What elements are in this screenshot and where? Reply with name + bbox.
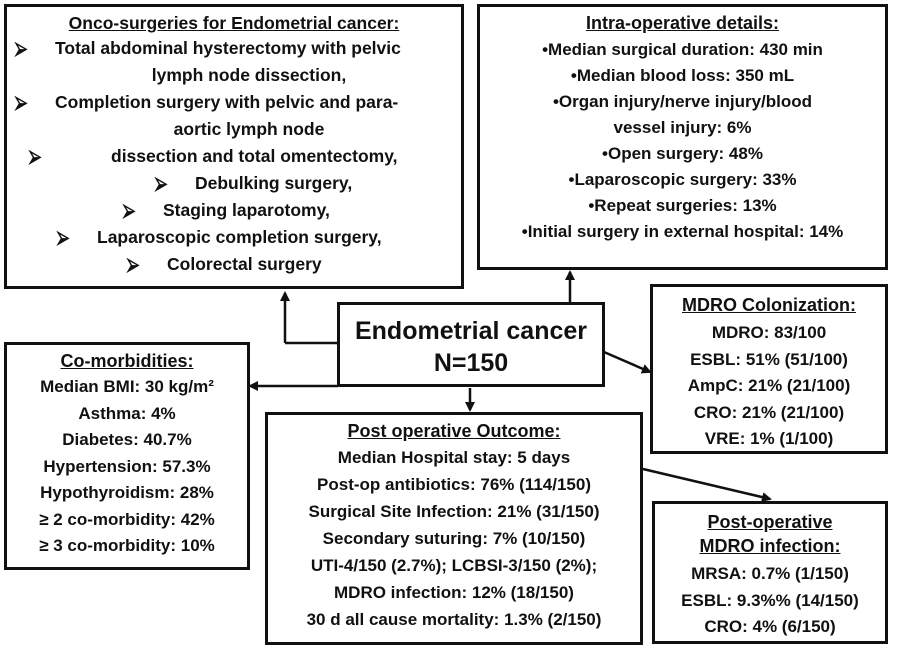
- comorbidity-line: Asthma: 4%: [78, 403, 176, 423]
- onco-item-cont: aortic lymph node: [173, 119, 325, 139]
- mdro-infection-line: ESBL: 9.3%% (14/150): [681, 590, 859, 610]
- intraop-line: •Median blood loss: 350 mL: [570, 66, 795, 85]
- mdro-colonization-box: MDRO Colonization: MDRO: 83/100 ESBL: 51…: [650, 284, 888, 454]
- postop-line: Post-op antibiotics: 76% (114/150): [317, 475, 591, 494]
- intraop-line: •Median surgical duration: 430 min: [542, 40, 823, 59]
- intraop-line: •Initial surgery in external hospital: 1…: [521, 222, 844, 241]
- postop-line: UTI-4/150 (2.7%); LCBSI-3/150 (2%);: [310, 556, 598, 575]
- onco-item-cont: lymph node dissection,: [151, 65, 347, 85]
- postop-line: Median Hospital stay: 5 days: [337, 448, 571, 467]
- onco-surgeries-title: Onco-surgeries for Endometrial cancer:: [68, 13, 400, 33]
- arrow-bullet-icon: ⮚: [15, 39, 28, 58]
- onco-item: ⮚Total abdominal hysterectomy with pelvi…: [15, 35, 461, 62]
- arrow-bullet-icon: ⮚: [29, 147, 42, 166]
- intraop-title: Intra-operative details:: [585, 13, 780, 33]
- comorbidity-line: Median BMI: 30 kg/m²: [40, 377, 214, 396]
- onco-item: ⮚Debulking surgery,: [15, 170, 461, 197]
- intraop-line: vessel injury: 6%: [613, 118, 752, 137]
- onco-item: ⮚Staging laparotomy,: [15, 197, 461, 224]
- comorbidities-box: Co-morbidities: Median BMI: 30 kg/m² Ast…: [4, 342, 250, 570]
- mdro-infection-title: Post-operative: [707, 512, 833, 532]
- mdro-colonization-line: VRE: 1% (1/100): [704, 429, 834, 448]
- arrow-to-mdro-inf: [642, 467, 772, 503]
- postop-line: Secondary suturing: 7% (10/150): [322, 529, 586, 548]
- comorbidity-line: Hypothyroidism: 28%: [40, 483, 214, 502]
- intraop-line: •Laparoscopic surgery: 33%: [568, 170, 797, 189]
- arrow-bullet-icon: ⮚: [15, 93, 28, 112]
- intraop-line: •Repeat surgeries: 13%: [588, 196, 777, 215]
- arrow-bullet-icon: ⮚: [123, 201, 136, 220]
- arrow-bullet-icon: ⮚: [57, 228, 70, 247]
- center-box: Endometrial cancer N=150: [337, 302, 605, 387]
- onco-item: ⮚Laparoscopic completion surgery,: [15, 224, 461, 251]
- comorbidity-line: ≥ 2 co-morbidity: 42%: [39, 509, 215, 529]
- mdro-infection-line: MRSA: 0.7% (1/150): [691, 564, 849, 583]
- intraop-line: •Open surgery: 48%: [602, 144, 763, 163]
- postop-outcome-title: Post operative Outcome:: [347, 421, 561, 441]
- onco-item: ⮚Colorectal surgery: [15, 251, 461, 278]
- arrow-bullet-icon: ⮚: [155, 174, 168, 193]
- comorbidity-line: ≥ 3 co-morbidity: 10%: [39, 536, 215, 555]
- mdro-colonization-line: CRO: 21% (21/100): [693, 402, 845, 422]
- postop-outcome-box: Post operative Outcome: Median Hospital …: [265, 412, 643, 645]
- intraop-box: Intra-operative details: •Median surgica…: [477, 4, 888, 270]
- intraop-line: •Organ injury/nerve injury/blood: [552, 92, 813, 111]
- mdro-colonization-line: AmpC: 21% (21/100): [687, 376, 851, 395]
- postop-line: 30 d all cause mortality: 1.3% (2/150): [306, 610, 602, 629]
- onco-item: ⮚Completion surgery with pelvic and para…: [15, 89, 461, 116]
- comorbidities-title: Co-morbidities:: [60, 351, 194, 371]
- comorbidity-line: Diabetes: 40.7%: [62, 430, 192, 449]
- arrow-bullet-icon: ⮚: [127, 255, 140, 274]
- mdro-colonization-line: ESBL: 51% (51/100): [690, 349, 848, 369]
- mdro-colonization-line: MDRO: 83/100: [711, 323, 827, 342]
- postop-line: Surgical Site Infection: 21% (31/150): [308, 502, 600, 521]
- onco-item: ⮚dissection and total omentectomy,: [15, 143, 461, 170]
- center-count: N=150: [433, 349, 509, 377]
- arrow-to-mdro-col: [603, 350, 652, 374]
- onco-surgeries-box: Onco-surgeries for Endometrial cancer: ⮚…: [4, 4, 464, 289]
- mdro-infection-title: MDRO infection:: [699, 536, 841, 556]
- center-title: Endometrial cancer: [354, 317, 588, 345]
- mdro-infection-line: CRO: 4% (6/150): [704, 617, 836, 636]
- mdro-infection-box: Post-operative MDRO infection: MRSA: 0.7…: [652, 501, 888, 644]
- comorbidity-line: Hypertension: 57.3%: [43, 456, 211, 476]
- postop-line: MDRO infection: 12% (18/150): [334, 583, 574, 602]
- mdro-colonization-title: MDRO Colonization:: [682, 295, 856, 315]
